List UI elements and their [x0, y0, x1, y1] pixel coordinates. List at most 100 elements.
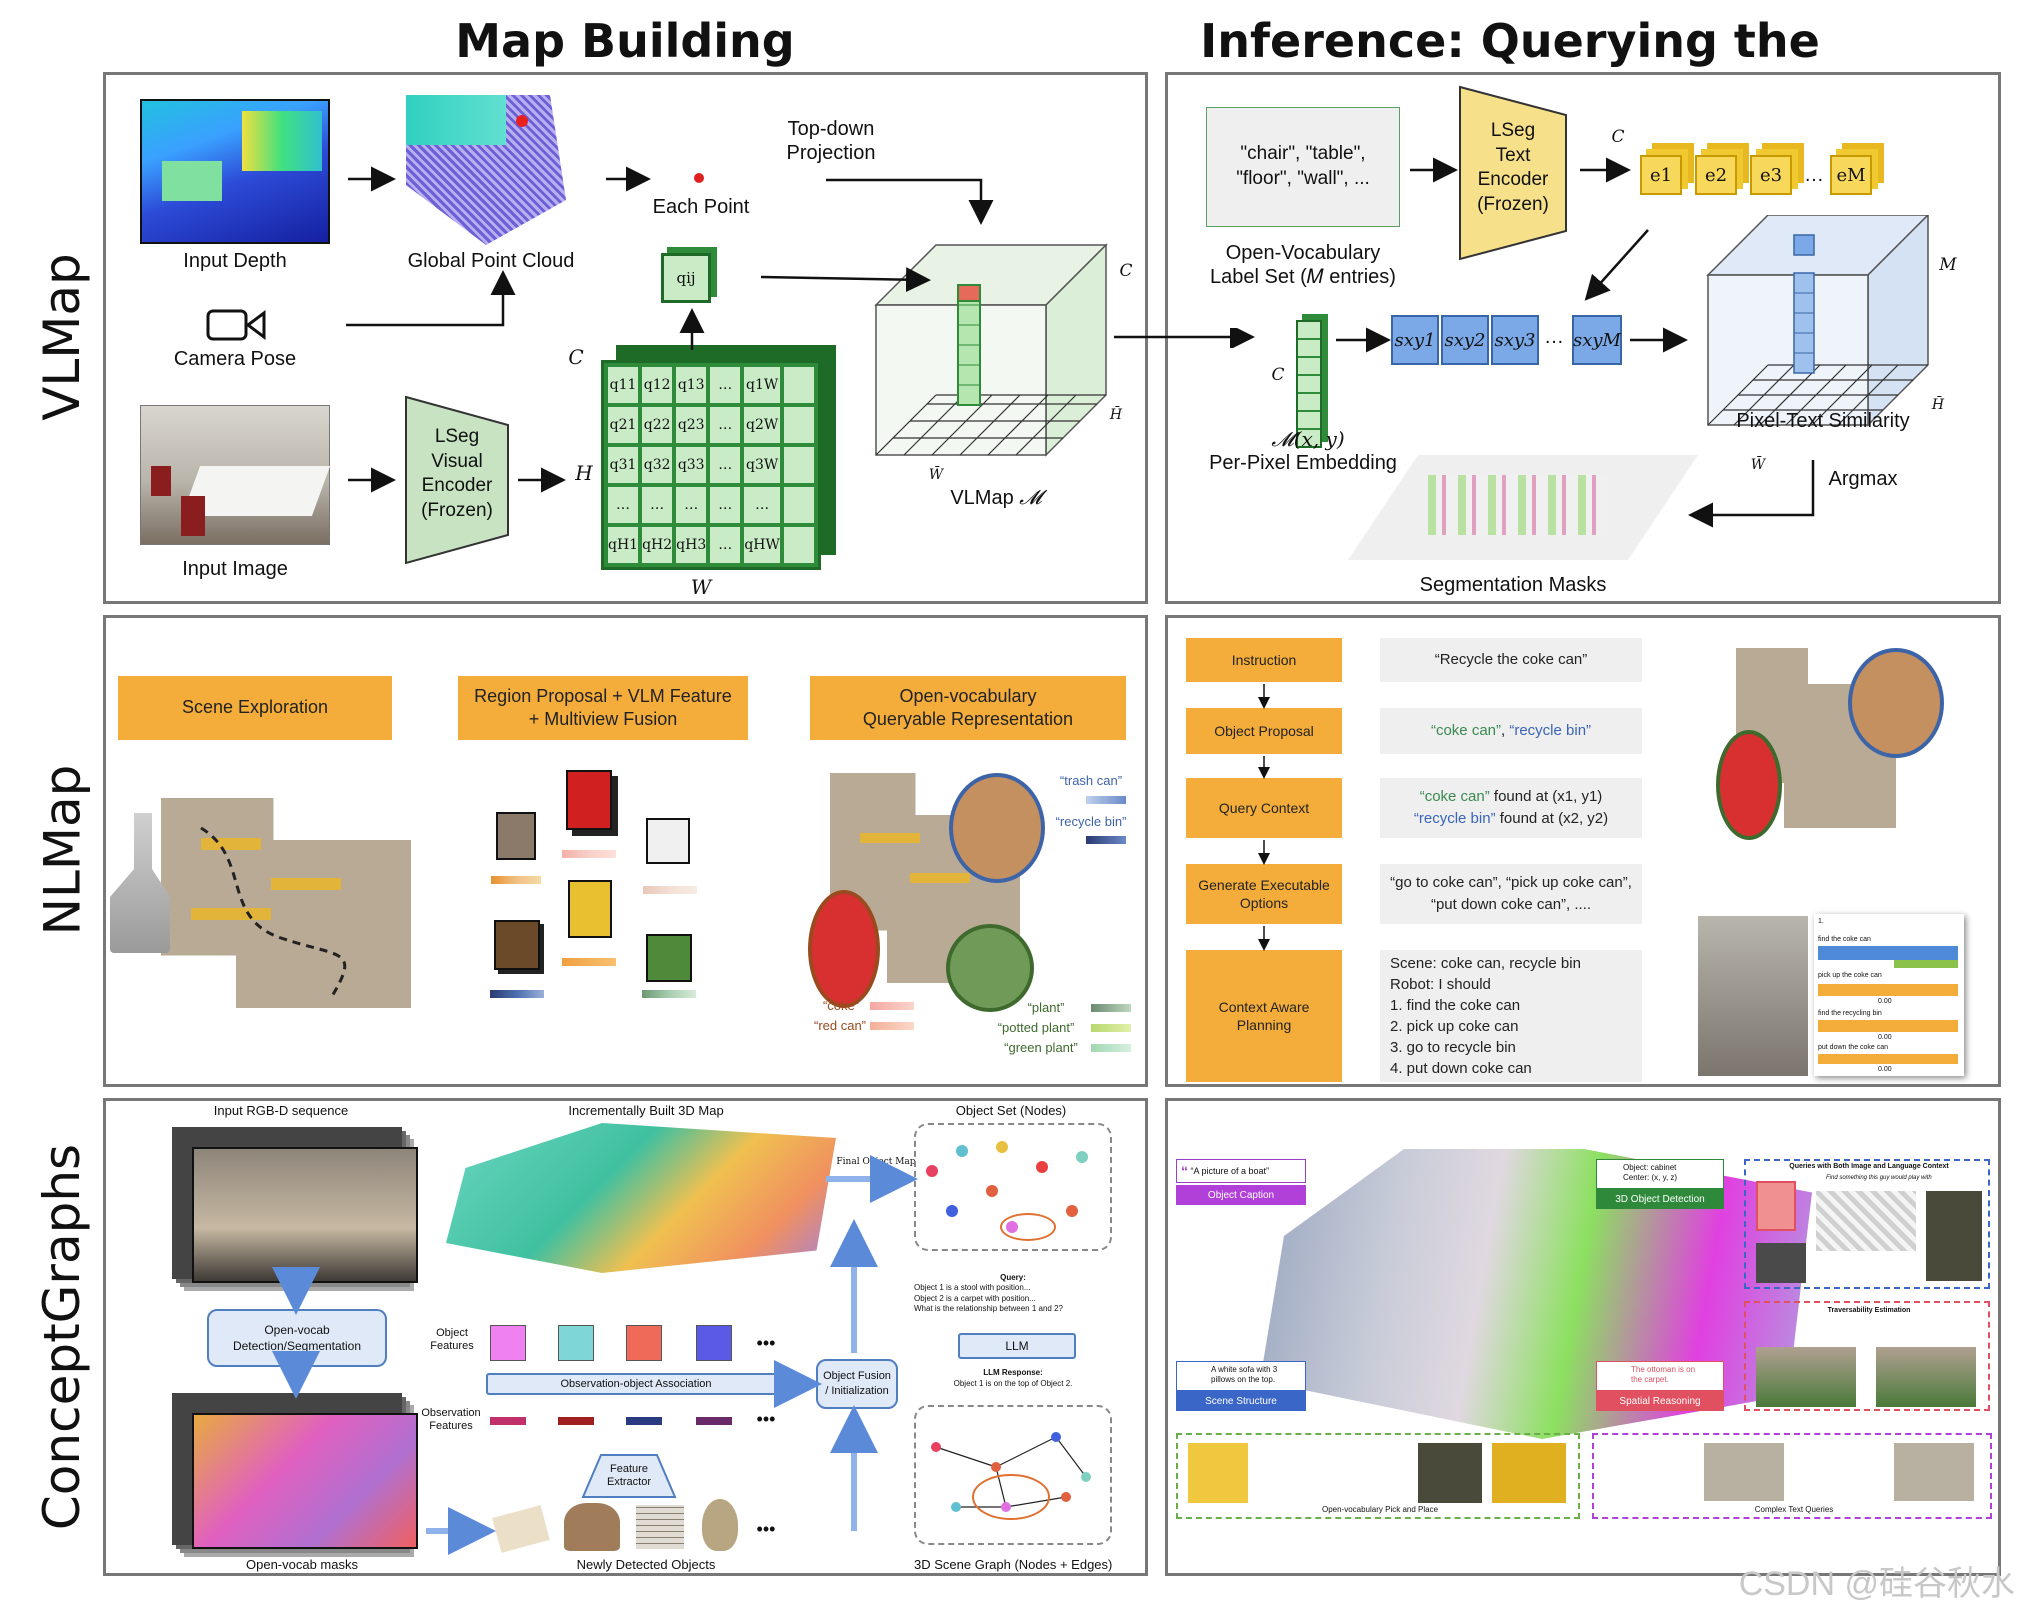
queryable-representation-box: Open-vocabulary Queryable Representation: [810, 676, 1126, 740]
row-label-vlmap: VLMap: [33, 253, 92, 421]
feature-dots: •••: [756, 1333, 776, 1353]
per-pixel-column: [1296, 320, 1322, 448]
cg-build-arrows: [272, 1155, 918, 1555]
panel-nlmap-inference: Instruction Object Proposal Query Contex…: [1165, 615, 2001, 1087]
complex-queries-panel: Complex Text Queries: [1592, 1433, 1992, 1519]
masks-label: Open-vocab masks: [246, 1557, 358, 1572]
camera-icon: [206, 307, 266, 343]
similarity-cube: [1698, 213, 1938, 455]
sim-sxyM: sxyM: [1572, 315, 1622, 365]
caption-quote-box: “ “A picture of a boat”: [1176, 1159, 1306, 1183]
step-planning: Context Aware Planning: [1186, 950, 1342, 1082]
input-image-label: Input Image: [182, 558, 288, 580]
feature-teal: [558, 1325, 594, 1361]
sim-sxy1: sxy1: [1391, 315, 1439, 365]
score-panel: 1. find the coke can pick up the coke ca…: [1814, 914, 1964, 1076]
options-text: “go to coke can”, “pick up coke can”,“pu…: [1380, 864, 1642, 924]
label-plant: “plant”: [1027, 1000, 1065, 1015]
llm-response: LLM Response: Object 1 is on the top of …: [953, 1368, 1073, 1389]
vlmap-to-inference-arrow: [1114, 328, 1255, 348]
feature-bar-4: [562, 958, 616, 966]
step-object-proposal: Object Proposal: [1186, 708, 1342, 754]
crop-1: [496, 812, 536, 860]
panel-vlmap-inference: "chair", "table","floor", "wall", ... Op…: [1165, 72, 2001, 604]
rgbd-label: Input RGB-D sequence: [213, 1103, 349, 1118]
bubble-trash-can: [949, 773, 1045, 883]
new-object-4: [702, 1499, 738, 1551]
label-coke: “coke”: [822, 998, 860, 1013]
global-point-cloud-label: Global Point Cloud: [407, 250, 575, 272]
sim-ellipsis: …: [1544, 326, 1564, 348]
top-down-label: Top-down: [787, 118, 875, 140]
llm-box: LLM: [958, 1333, 1076, 1359]
query-context-text: “coke can” found at (x1, y1) “recycle bi…: [1380, 778, 1642, 838]
feature-bar-6: [642, 990, 696, 998]
obs-bar-2: [558, 1417, 594, 1425]
spatial-bar: Spatial Reasoning: [1596, 1391, 1724, 1411]
crop-can: [494, 920, 540, 970]
sim-sxy3: sxy3: [1491, 315, 1539, 365]
obs-dots: •••: [756, 1409, 776, 1429]
embedding-e3: e3: [1750, 155, 1792, 195]
sim-cube-h: H̄: [1931, 397, 1945, 413]
label-set-box: "chair", "table","floor", "wall", ...: [1206, 107, 1400, 227]
bubble-plant: [946, 924, 1034, 1012]
association-box: Observation-object Association: [486, 1373, 786, 1395]
bar-plant: [1091, 1004, 1131, 1012]
watermark: CSDN @硅谷秋水: [1738, 1565, 2015, 1603]
crop-sign: [568, 880, 612, 938]
row-label-nlmap: NLMap: [33, 764, 91, 936]
new-object-2: [564, 1503, 620, 1551]
feature-bar-5: [490, 990, 544, 998]
per-pixel-label: Per-Pixel Embedding: [1209, 452, 1397, 474]
each-point-label: Each Point: [652, 196, 750, 218]
panel-cg-build: Input RGB-D sequence Incrementally Built…: [103, 1098, 1148, 1576]
sim-sxy2: sxy2: [1441, 315, 1489, 365]
instruction-text: “Recycle the coke can”: [1380, 638, 1642, 682]
bar-green-plant: [1091, 1044, 1131, 1052]
fusion-box: Object Fusion/ Initialization: [816, 1359, 898, 1409]
proposal-text: “coke can”, “recycle bin”: [1380, 708, 1642, 754]
feature-bar-2: [562, 850, 616, 858]
bar-red-can: [870, 1022, 914, 1030]
steps-arrows: [1258, 684, 1270, 951]
step-generate-options: Generate Executable Options: [1186, 864, 1342, 924]
bubble-recycle-bin: [1848, 648, 1944, 758]
step-instruction: Instruction: [1186, 638, 1342, 682]
label-potted-plant: “potted plant”: [997, 1020, 1075, 1035]
feature-bar-3: [643, 886, 697, 894]
bubble-coke: [808, 890, 880, 1008]
sim-cube-m: M: [1939, 255, 1957, 275]
queries-panel: Queries with Both Image and Language Con…: [1744, 1159, 1990, 1289]
crop-plant: [646, 934, 692, 982]
vlmap-cube: [866, 225, 1116, 475]
grid-c-label: C: [568, 345, 584, 369]
bar-potted-plant: [1091, 1024, 1131, 1032]
masks-frame: [192, 1413, 418, 1549]
pixel-text-similarity-label: Pixel-Text Similarity: [1736, 410, 1910, 432]
rgbd-frame: [192, 1147, 418, 1283]
panel-nlmap-build: Scene Exploration Region Proposal + VLM …: [103, 615, 1148, 1087]
qij-cube: qij: [661, 253, 711, 303]
segmentation-masks-label: Segmentation Masks: [1419, 574, 1607, 596]
embedding-ellipsis: …: [1804, 164, 1824, 186]
row-label-conceptgraphs: ConceptGraphs: [33, 1143, 91, 1531]
segmentation-mask-image: [1348, 455, 1698, 560]
panel-cg-inference: “ “A picture of a boat” Object Caption O…: [1165, 1098, 2001, 1576]
bar-coke: [870, 1002, 914, 1010]
detection-bar: 3D Object Detection: [1596, 1189, 1724, 1209]
embedding-eM: eM: [1830, 155, 1872, 195]
camera-pose-label: Camera Pose: [173, 348, 297, 370]
new-dots: •••: [756, 1519, 776, 1539]
caption-bar: Object Caption: [1176, 1185, 1306, 1205]
incremental-label: Incrementally Built 3D Map: [568, 1103, 724, 1118]
feature-pink: [490, 1325, 526, 1361]
crop-coke: [566, 770, 612, 830]
